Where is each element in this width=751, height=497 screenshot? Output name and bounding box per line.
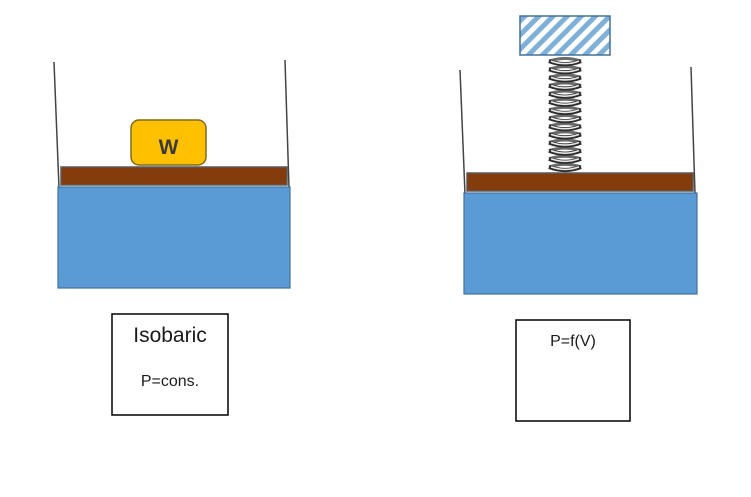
left-caption-title: Isobaric [133,324,207,347]
right-caption-box: P=f(V) [515,319,631,422]
hatched-support-icon [519,15,611,56]
left-caption-formula: P=cons. [141,373,199,390]
left-caption-frame [111,313,229,416]
right-cylinder-right-wall [690,66,696,195]
left-liquid [57,186,291,289]
right-liquid [463,192,698,295]
right-caption-formula: P=f(V) [550,333,596,350]
right-caption-frame [515,319,631,422]
weight-label: W [159,136,179,159]
left-caption-box: Isobaric P=cons. [111,313,229,416]
left-piston [60,166,288,186]
weight-block [130,119,207,166]
left-cylinder-right-wall [284,59,290,189]
left-cylinder-left-wall [53,61,60,189]
right-cylinder-left-wall [459,69,466,195]
right-piston [466,172,694,192]
coil-spring-icon [548,57,582,173]
right-cylinder [459,15,698,295]
left-cylinder: W [53,59,291,289]
